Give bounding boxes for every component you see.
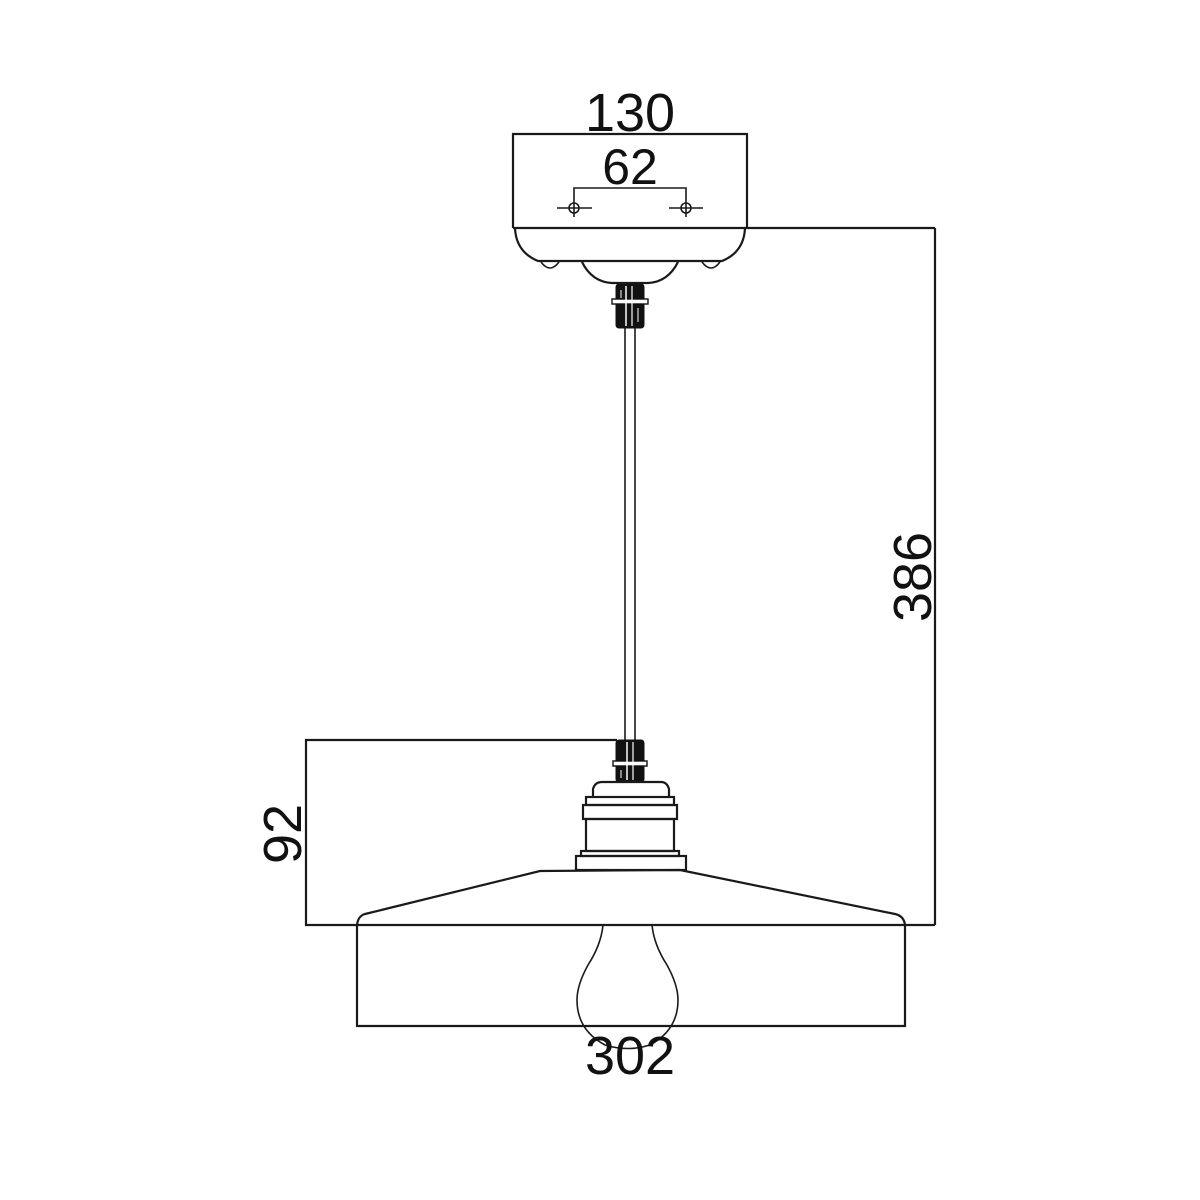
canopy-foot-left [540,261,560,269]
shade-height-label: 92 [253,804,313,864]
shade-diameter-dimension: 302 [355,925,907,1086]
canopy-foot-right [701,261,721,269]
shade [355,868,935,927]
suspension-cord [624,328,636,740]
canopy-width-dimension-line [511,132,749,228]
canopy-body [513,227,747,263]
light-bulb-icon [576,924,679,1050]
hole-spacing-label: 62 [602,139,658,195]
cable-grip-bottom [612,739,648,783]
shade-diameter-label: 302 [585,1026,675,1086]
ceiling-canopy: 130 62 [511,83,935,285]
lampholder [574,780,688,872]
overall-height-label: 386 [883,532,943,622]
overall-height-dimension: 386 [883,228,943,925]
cable-grip-top [611,283,649,329]
shade-height-dimension: 92 [253,738,617,927]
mounting-hole-right-icon [669,202,703,214]
mounting-hole-left-icon [557,202,592,214]
canopy-dome [581,261,679,285]
canopy-width-label: 130 [585,83,675,143]
